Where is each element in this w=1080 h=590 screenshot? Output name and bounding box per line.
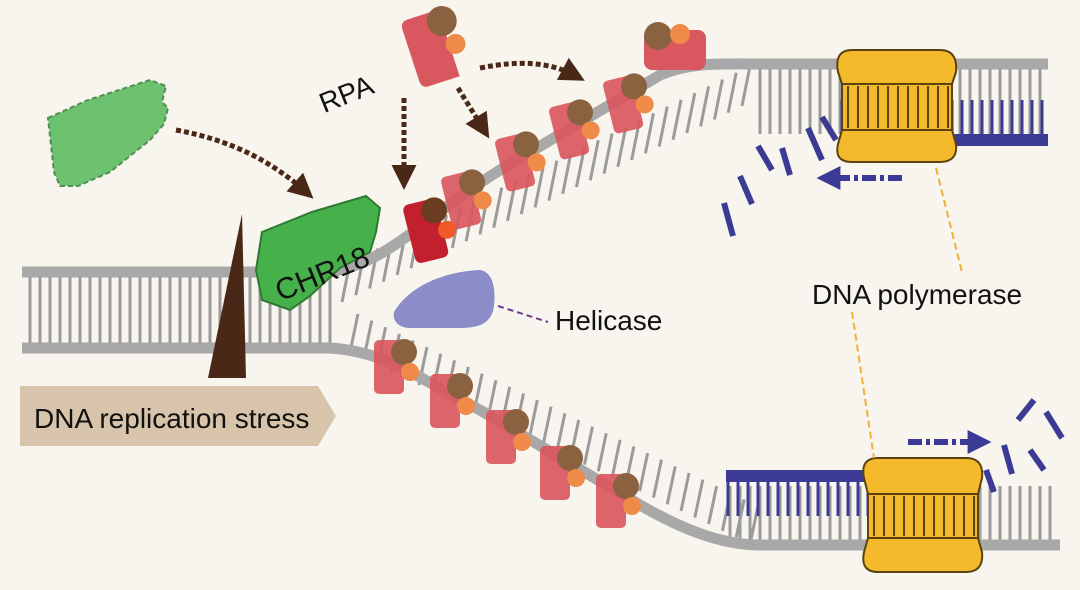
dna-rung xyxy=(588,140,600,181)
rpa-complex-icon xyxy=(603,73,654,134)
okazaki-fragments-lower xyxy=(983,398,1065,494)
chr18-protein-icon xyxy=(254,194,382,312)
rpa-complex-icon xyxy=(486,409,531,464)
helicase-icon xyxy=(393,270,495,328)
dna-rung xyxy=(583,426,594,465)
dna-rung xyxy=(707,485,719,525)
stress-wedge-icon xyxy=(208,214,246,378)
rpa-label: RPA xyxy=(315,69,378,119)
dna-rung xyxy=(547,160,559,201)
dna-rung xyxy=(726,72,738,114)
dna-rung xyxy=(533,167,545,208)
dna-rung xyxy=(561,153,573,195)
rpa-complex-recruited xyxy=(403,197,457,263)
rpa-complex-icon xyxy=(596,473,641,528)
dna-rung xyxy=(671,99,683,141)
rpa-complex-icon xyxy=(549,99,600,160)
dna-rung xyxy=(541,406,553,445)
dna-rung xyxy=(685,92,697,134)
dna-polymerase-lower-icon xyxy=(862,457,984,573)
replication-stress-label: DNA replication stress xyxy=(34,403,309,434)
polymerase-leader-lower xyxy=(851,311,875,459)
dna-rung xyxy=(596,432,608,472)
rpa-complex-icon xyxy=(540,445,585,500)
dna-rung xyxy=(492,187,504,228)
rpa-bound-lower-strand xyxy=(374,339,641,528)
rpa-complex-detached xyxy=(644,22,706,70)
dna-rung xyxy=(665,465,677,505)
dna-rung xyxy=(527,399,539,439)
replication-stress-label-box: DNA replication stress xyxy=(20,386,336,446)
dna-rung xyxy=(693,479,705,518)
dna-rung xyxy=(699,85,711,127)
dna-rung xyxy=(712,79,724,120)
dna-rung xyxy=(616,126,628,168)
parental-dna-bottom-backbone xyxy=(22,342,1060,551)
helicase-label: Helicase xyxy=(555,305,662,336)
rpa-complex-icon xyxy=(495,131,546,192)
polymerase-leader-upper xyxy=(935,167,963,273)
rpa-complex-icon xyxy=(430,373,475,428)
rpa-complex-icon xyxy=(374,339,419,394)
dna-rung xyxy=(643,113,655,154)
rpa-complex-free xyxy=(401,6,466,87)
rpa-bound-upper-strand xyxy=(441,73,654,230)
dna-rung xyxy=(740,65,752,107)
dna-polymerase-label: DNA polymerase xyxy=(812,279,1022,310)
chr18-inactive-icon xyxy=(46,78,170,187)
dna-rung xyxy=(657,106,669,147)
parental-dna-top-backbone xyxy=(22,58,1048,278)
dna-rung xyxy=(638,452,650,492)
dna-rung xyxy=(555,413,567,452)
dna-rung xyxy=(610,439,622,479)
dna-rung xyxy=(679,472,691,512)
rpa-recruitment-arrows xyxy=(391,57,585,190)
dna-polymerase-upper-icon xyxy=(836,49,958,163)
dna-rung xyxy=(734,499,746,538)
helicase-leader-line xyxy=(497,305,549,323)
okazaki-fragments-upper xyxy=(721,115,839,237)
chr18-recruitment-arrow xyxy=(175,127,314,199)
rpa-complex-icon xyxy=(441,169,492,230)
dna-rung xyxy=(651,459,663,498)
dna-rung xyxy=(602,133,614,174)
